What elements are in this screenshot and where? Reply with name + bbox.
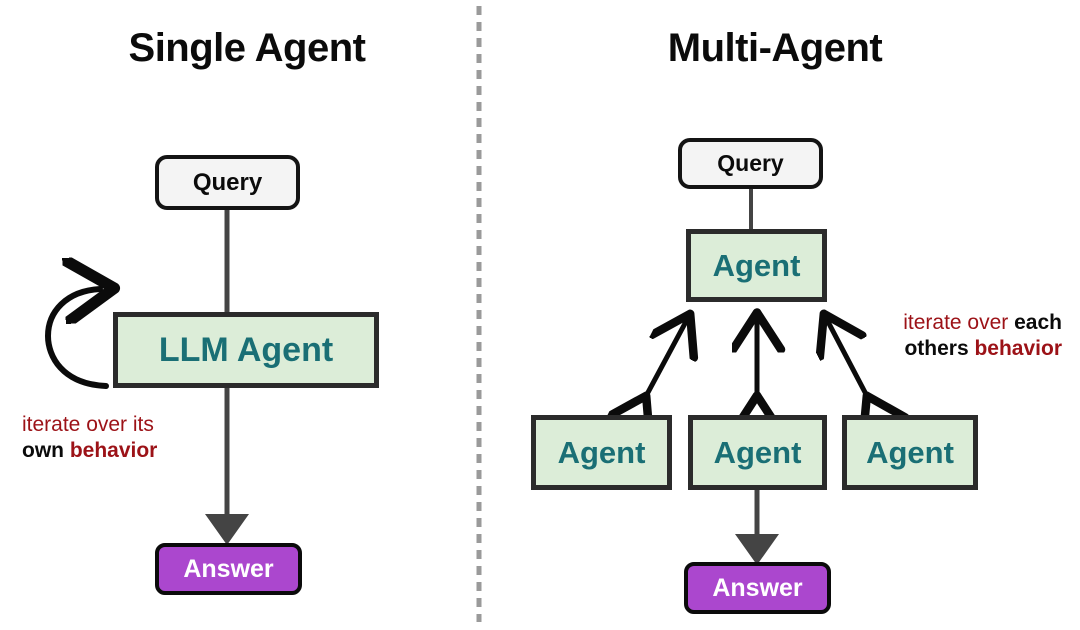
annotation-multi-agent-line2: others behavior	[903, 336, 1062, 362]
annotation-black-bold-text-2: each	[1014, 311, 1062, 334]
node-sub-agent-1[interactable]: Agent	[531, 415, 672, 490]
annotation-single-agent-line1: iterate over its	[22, 412, 157, 438]
annotation-red-bold-text-2: behavior	[974, 337, 1062, 360]
annotation-red-text-2: iterate over	[903, 311, 1015, 334]
node-answer-left[interactable]: Answer	[155, 543, 302, 595]
node-answer-left-label: Answer	[183, 554, 274, 583]
node-query-left-label: Query	[192, 168, 263, 196]
annotation-single-agent: iterate over its own behavior	[22, 412, 157, 464]
node-query-right[interactable]: Query	[678, 138, 823, 189]
node-answer-right-label: Answer	[712, 573, 803, 602]
panel-title-single-agent: Single Agent	[128, 26, 366, 70]
node-lead-agent[interactable]: Agent	[686, 229, 827, 302]
annotation-red-bold-text-1: behavior	[69, 439, 158, 462]
node-answer-right[interactable]: Answer	[684, 562, 831, 614]
node-sub-agent-2-label: Agent	[713, 434, 802, 470]
node-sub-agent-3[interactable]: Agent	[842, 415, 978, 490]
node-sub-agent-3-label: Agent	[866, 434, 954, 470]
node-llm-agent-label: LLM Agent	[158, 330, 334, 369]
node-sub-agent-1-label: Agent	[557, 434, 646, 470]
edge-llm-agent-self-loop	[44, 289, 106, 389]
edge-lead-to-agent-3	[825, 316, 868, 398]
annotation-black-text-1: own	[22, 439, 70, 462]
node-lead-agent-label: Agent	[712, 247, 801, 283]
node-sub-agent-2[interactable]: Agent	[688, 415, 827, 490]
annotation-single-agent-line2: own behavior	[22, 438, 157, 464]
annotation-red-text-1: iterate over its	[22, 413, 154, 436]
edge-lead-to-agent-1	[645, 316, 689, 398]
node-query-right-label: Query	[717, 150, 784, 176]
node-llm-agent[interactable]: LLM Agent	[113, 312, 379, 388]
annotation-black-bold-text-3: others	[904, 337, 975, 360]
node-query-left[interactable]: Query	[155, 155, 300, 210]
annotation-multi-agent: iterate over each others behavior	[903, 310, 1062, 362]
panel-title-multi-agent: Multi-Agent	[667, 26, 883, 70]
annotation-multi-agent-line1: iterate over each	[903, 310, 1062, 336]
